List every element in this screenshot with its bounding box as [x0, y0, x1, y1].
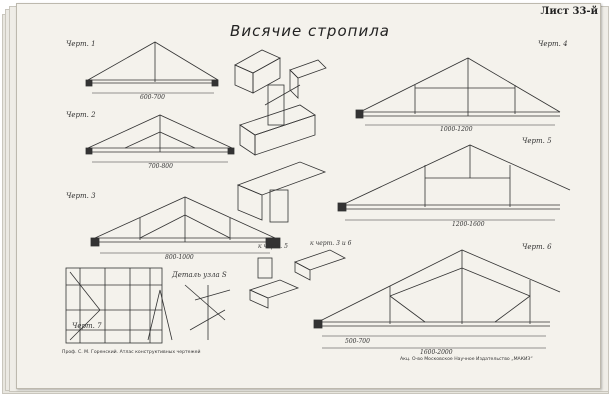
- dimension-fig1: 600-700: [140, 94, 165, 101]
- figure-label-1: Черт. 1: [66, 40, 96, 48]
- dimension-fig5: 1200-1600: [452, 221, 485, 228]
- truss-fig-3: [90, 196, 281, 254]
- dimension-fig3: 800-1000: [165, 254, 194, 261]
- drawing-sheet: [16, 3, 601, 389]
- footer-publisher: Акц. О-во Московское Научное Издательств…: [400, 357, 533, 362]
- dimension-fig2: 700-800: [148, 163, 173, 170]
- figure-label-6: Черт. 6: [522, 243, 552, 251]
- truss-fig-5: [337, 144, 571, 221]
- sheet-number: Лист 33-й: [540, 6, 598, 17]
- dimension-fig4: 1000-1200: [440, 126, 473, 133]
- detail-s-drawing: [184, 284, 231, 340]
- dimension-fig6-total: 1600-2000: [420, 349, 453, 356]
- detail-s-label: Деталь узла S: [172, 271, 227, 279]
- joint-details-center: [234, 49, 327, 223]
- figure-label-2: Черт. 2: [66, 111, 96, 119]
- figure-label-5: Черт. 5: [522, 137, 552, 145]
- truss-fig-4: [355, 57, 561, 126]
- joint-details-bottom: [248, 249, 346, 309]
- figure-label-7: Черт. 7: [72, 322, 102, 330]
- truss-fig-1: [85, 41, 219, 94]
- truss-fig-6: [313, 249, 561, 349]
- sheet-title: Висячие стропила: [230, 22, 390, 40]
- truss-fig-2: [85, 114, 235, 163]
- footer-author: Проф. С. М. Горенский. Атлас конструктив…: [62, 350, 201, 355]
- dimension-fig6-part: 500-700: [345, 338, 370, 345]
- figure-label-3: Черт. 3: [66, 192, 96, 200]
- frame-fig-7: [65, 267, 173, 344]
- node-3-6-label: к черт. 3 и 6: [310, 240, 352, 247]
- figure-label-4: Черт. 4: [538, 40, 568, 48]
- node-s-label: к черт. 5: [258, 243, 288, 250]
